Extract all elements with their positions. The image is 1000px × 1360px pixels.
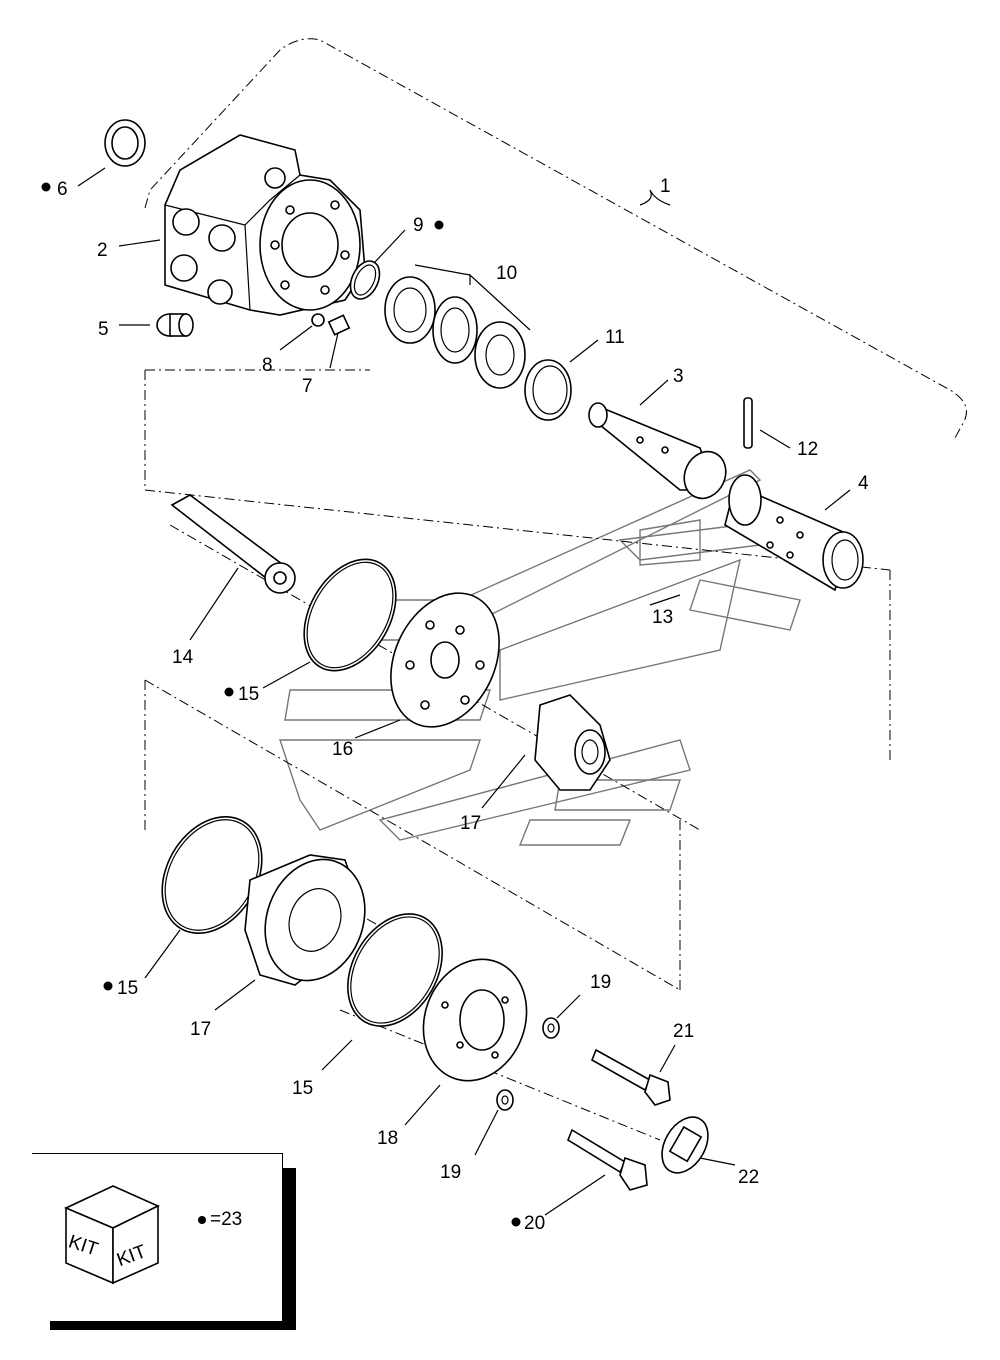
svg-text:1: 1 (660, 176, 671, 197)
part-12-pin (743, 397, 753, 449)
part-19-washer-lower (496, 1089, 514, 1111)
part-15-seal-lower-right (347, 913, 443, 1027)
part-3-spool (588, 402, 727, 500)
svg-text:21: 21 (673, 1021, 694, 1042)
svg-text:12: 12 (797, 439, 818, 460)
svg-text:17: 17 (460, 813, 481, 834)
kit-bullet-icon (198, 1215, 206, 1224)
svg-text:11: 11 (605, 327, 625, 348)
callout-15-a: 15 (224, 684, 259, 705)
svg-text:19: 19 (440, 1162, 461, 1183)
callout-15-c: 15 (292, 1078, 313, 1099)
svg-text:19: 19 (590, 972, 611, 993)
callout-20: 20 (511, 1213, 545, 1234)
callout-11: 11 (605, 327, 625, 348)
callout-3: 3 (673, 366, 684, 387)
part-7-screw (327, 314, 351, 336)
callout-2: 2 (97, 240, 108, 261)
callout-14: 14 (172, 647, 194, 668)
callout-19-b: 19 (440, 1162, 461, 1183)
part-2-housing (164, 134, 366, 316)
part-14-drive-shaft (170, 494, 296, 594)
callout-19-a: 19 (590, 972, 611, 993)
callout-15-b: 15 (103, 978, 138, 999)
svg-text:15: 15 (292, 1078, 313, 1099)
svg-text:17: 17 (190, 1019, 211, 1040)
part-15-seal-upper (303, 558, 397, 672)
callout-10: 10 (496, 263, 517, 284)
assembly-bracket (144, 38, 967, 1141)
svg-text:6: 6 (57, 179, 68, 200)
part-22-cover-plate (661, 1116, 709, 1174)
svg-text:9: 9 (413, 215, 424, 236)
callout-5: 5 (98, 319, 109, 340)
callout-22: 22 (738, 1167, 759, 1188)
part-4-sleeve (724, 474, 864, 592)
callout-18: 18 (377, 1128, 398, 1149)
part-6-ring (104, 119, 146, 167)
svg-text:14: 14 (172, 647, 194, 668)
svg-text:13: 13 (652, 607, 673, 628)
svg-text:20: 20 (524, 1213, 545, 1234)
svg-text:8: 8 (262, 355, 273, 376)
callout-1: 1 (660, 176, 671, 197)
svg-text:2: 2 (97, 240, 108, 261)
svg-text:7: 7 (302, 376, 313, 397)
svg-text:15: 15 (238, 684, 259, 705)
callout-17-a: 17 (460, 813, 481, 834)
svg-text:5: 5 (98, 319, 109, 340)
part-9-oring (349, 260, 381, 300)
part-21-bolt (590, 1048, 671, 1106)
part-10-bearing-set (384, 264, 531, 389)
part-5-plug (156, 313, 194, 337)
callout-16: 16 (332, 739, 353, 760)
svg-text:16: 16 (332, 739, 353, 760)
callout-17-b: 17 (190, 1019, 211, 1040)
part-11-ring (524, 359, 572, 421)
leader-lines (77, 167, 851, 1216)
callout-12: 12 (797, 439, 818, 460)
kit-legend-text: =23 (198, 1209, 242, 1231)
part-17-rotor-upper (534, 694, 611, 791)
part-8-ball (311, 313, 325, 327)
callout-7: 7 (302, 376, 313, 397)
part-20-bolt (567, 1128, 648, 1191)
part-17-gerotor-lower (244, 854, 366, 986)
svg-text:4: 4 (858, 473, 869, 494)
part-18-end-cap (422, 958, 528, 1082)
svg-text:3: 3 (673, 366, 684, 387)
callout-4: 4 (858, 473, 869, 494)
kit-cube-icon: KIT KIT (64, 1185, 160, 1285)
callout-9: 9 (413, 215, 444, 236)
callout-13: 13 (652, 607, 673, 628)
callout-21: 21 (673, 1021, 694, 1042)
part-16-plate (390, 592, 500, 728)
callout-labels: 1 2 3 4 5 6 7 8 9 10 11 12 13 14 15 16 1… (41, 176, 869, 1234)
svg-text:22: 22 (738, 1167, 759, 1188)
svg-text:15: 15 (117, 978, 138, 999)
kit-legend-value: =23 (210, 1209, 243, 1230)
svg-text:10: 10 (496, 263, 517, 284)
callout-8: 8 (262, 355, 273, 376)
callout-6: 6 (41, 179, 68, 200)
part-19-washer-upper (542, 1017, 560, 1039)
svg-text:18: 18 (377, 1128, 398, 1149)
